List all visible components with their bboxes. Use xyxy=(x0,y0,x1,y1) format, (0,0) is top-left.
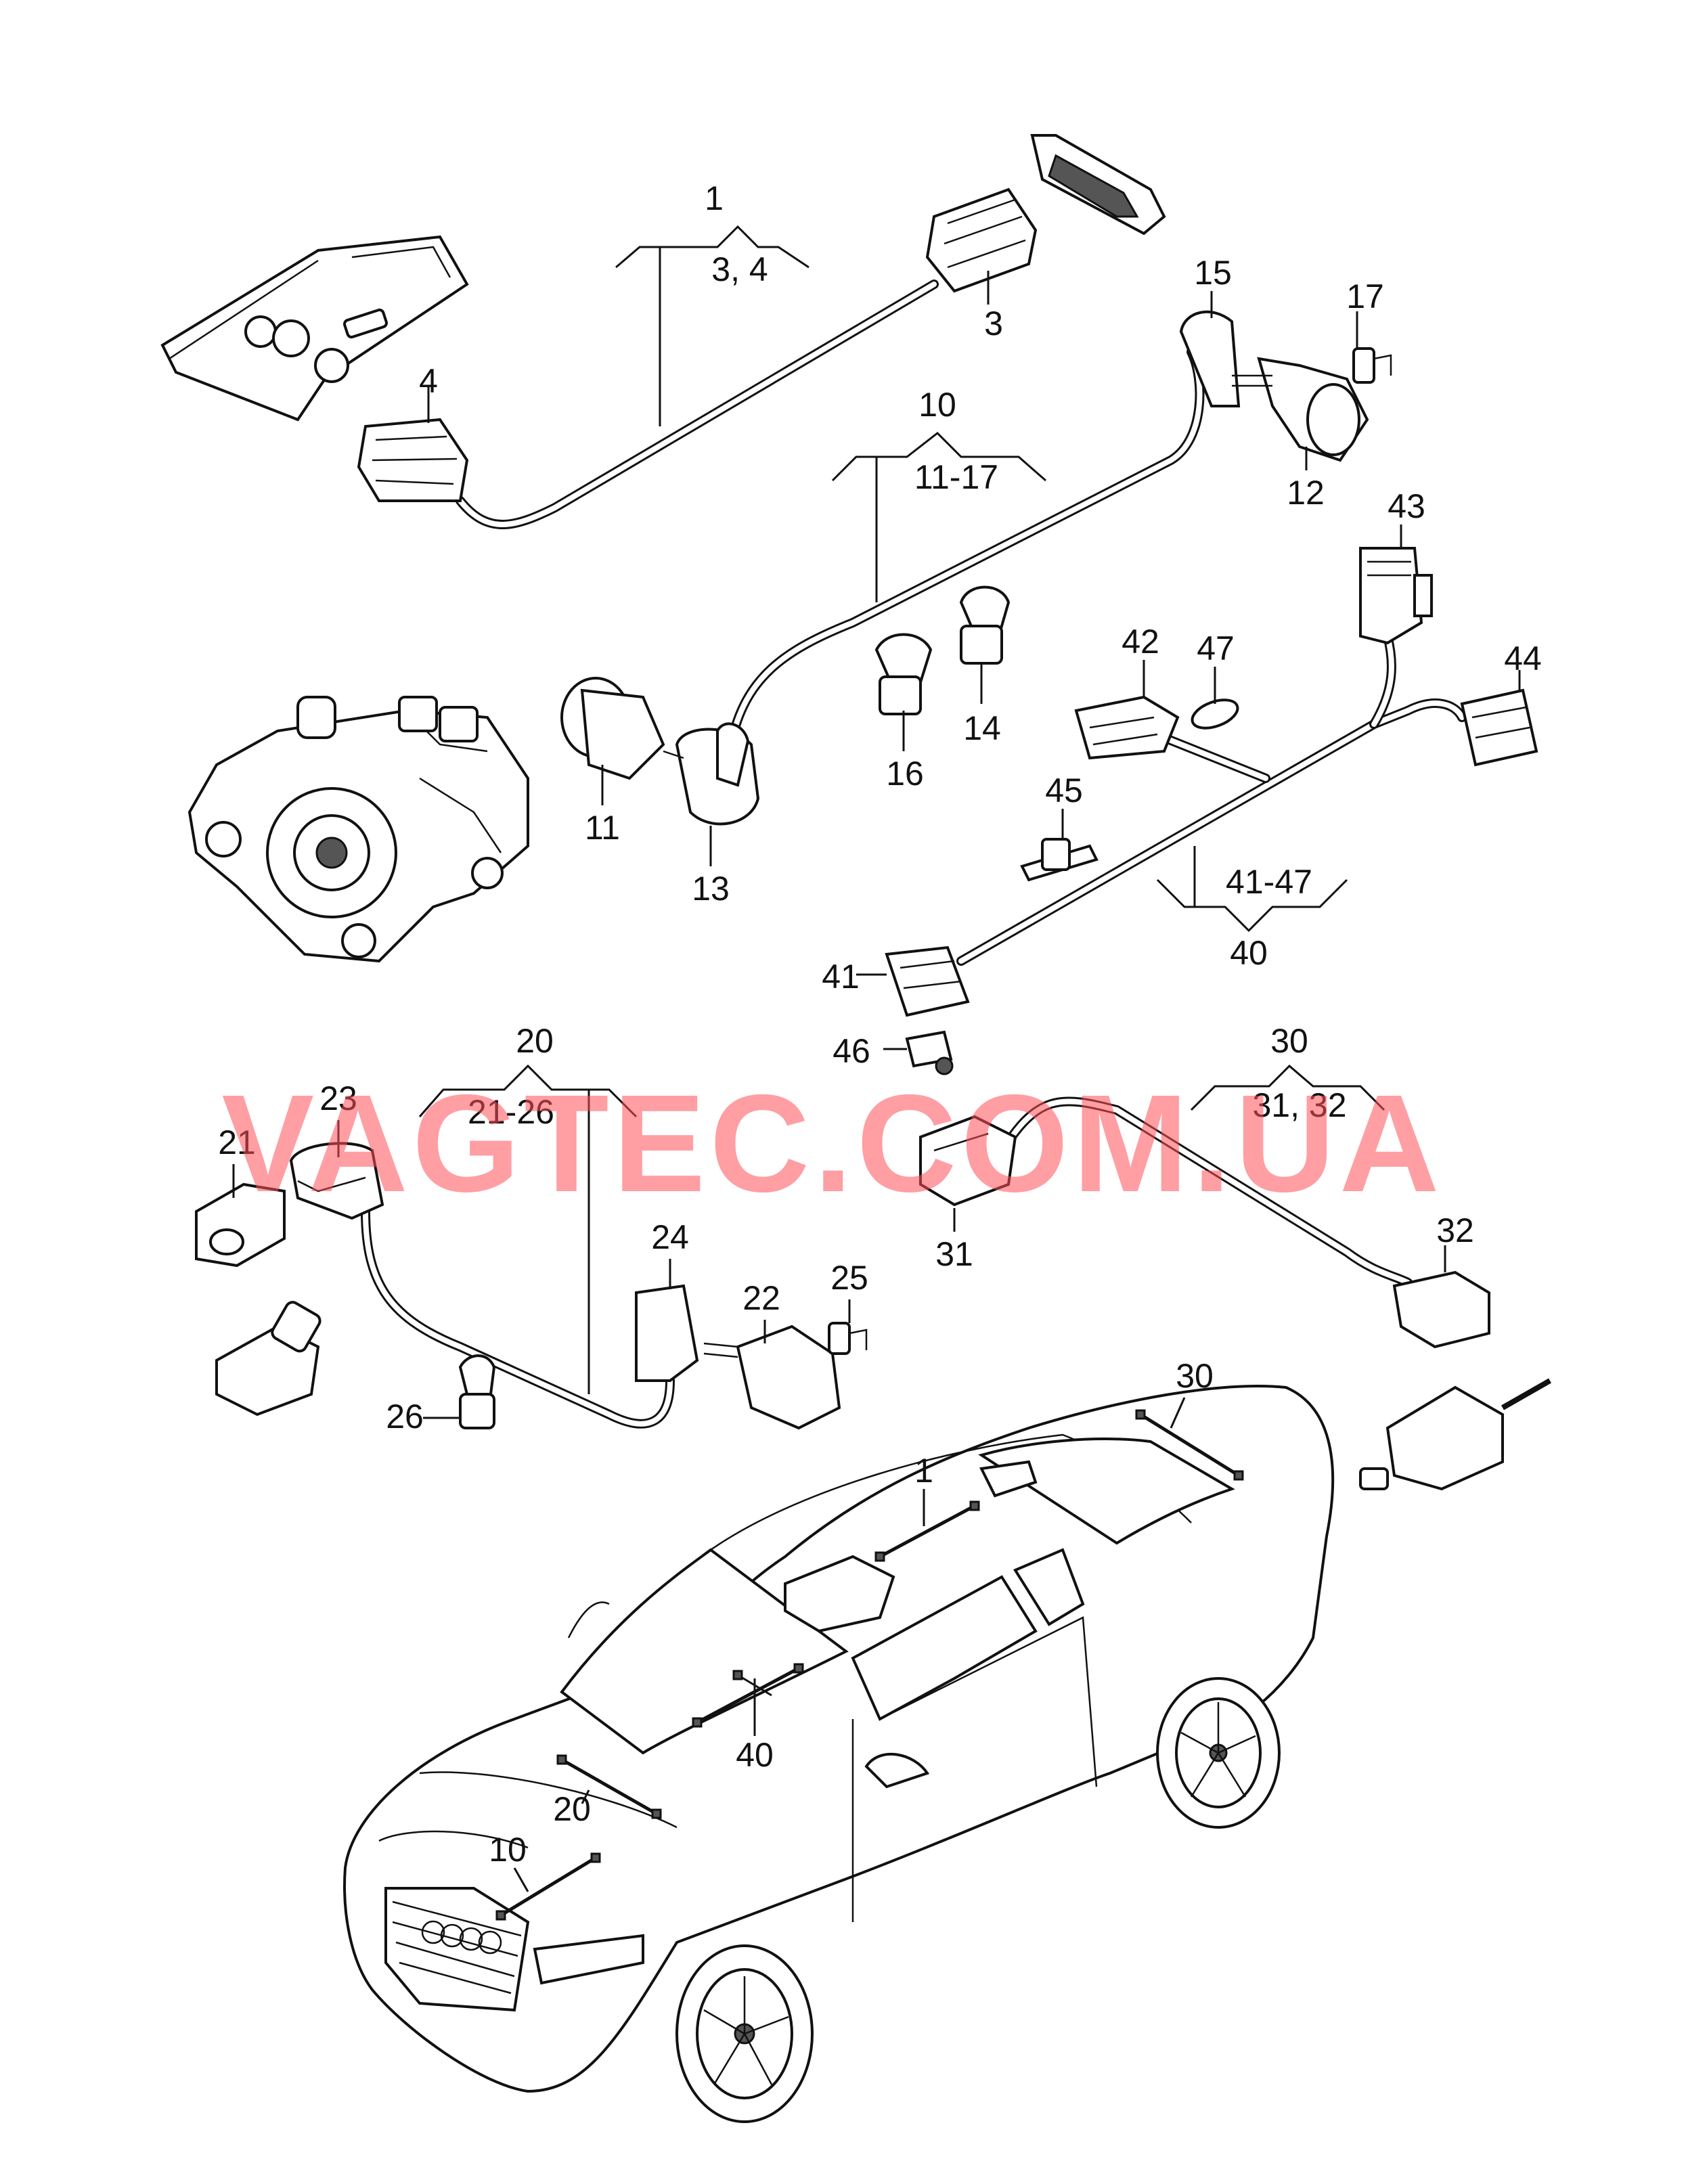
rear-wheel xyxy=(1156,1677,1281,1829)
clip-25 xyxy=(828,1322,868,1355)
connector-12 xyxy=(1232,357,1369,462)
harness-group-10: 10 11-17 15 17 12 11 13 16 14 xyxy=(187,254,1392,963)
car-marker-10 xyxy=(495,1852,601,1921)
part-31-label: 31 xyxy=(935,1235,973,1273)
watermark: VAGTEC.COM.UA xyxy=(221,1066,1443,1221)
roof-console xyxy=(160,235,469,422)
part-22-label: 22 xyxy=(742,1279,780,1317)
interior-lamp xyxy=(1030,134,1166,236)
clip-17 xyxy=(1352,347,1392,384)
harness-40-sub-label: 41-47 xyxy=(1226,863,1312,901)
part-47-label: 47 xyxy=(1197,629,1235,667)
part-14-label: 14 xyxy=(963,709,1001,747)
part-44-label: 44 xyxy=(1504,640,1542,677)
actuator-30-part xyxy=(1359,1378,1551,1491)
car-marker-20 xyxy=(556,1754,662,1819)
part-26-label: 26 xyxy=(386,1398,424,1435)
clip-46 xyxy=(905,1030,954,1075)
connector-44 xyxy=(1460,688,1538,767)
harness-20-label: 20 xyxy=(516,1022,554,1060)
harness-10-sub-label: 11-17 xyxy=(914,458,998,496)
clip-14 xyxy=(959,585,1011,665)
car-marker-30 xyxy=(1135,1409,1244,1481)
part-16-label: 16 xyxy=(886,755,924,793)
part-46-label: 46 xyxy=(833,1032,870,1070)
part-12-label: 12 xyxy=(1287,474,1325,512)
harness-1-sub-label: 3, 4 xyxy=(711,250,768,288)
car-label-20: 20 xyxy=(553,1790,591,1828)
harness-group-40: 41-47 40 43 44 42 47 45 41 46 xyxy=(822,487,1542,1075)
connector-4 xyxy=(357,418,469,502)
connector-21 xyxy=(195,1182,286,1268)
bracket-24 xyxy=(635,1284,699,1382)
harness-group-20: 20 21-26 23 21 24 22 25 26 xyxy=(195,1022,868,1435)
part-15-label: 15 xyxy=(1194,254,1232,292)
connector-31 xyxy=(919,1115,1017,1207)
part-17-label: 17 xyxy=(1346,277,1384,315)
part-11-label: 11 xyxy=(585,809,620,847)
clip-26 xyxy=(458,1354,496,1429)
connector-11 xyxy=(560,677,684,780)
harness-30-label: 30 xyxy=(1270,1022,1308,1060)
cable-tie-47 xyxy=(1191,698,1239,730)
part-42-label: 42 xyxy=(1122,623,1159,661)
harness-group-30: 30 31, 32 31 32 xyxy=(919,1022,1551,1491)
part-45-label: 45 xyxy=(1045,772,1083,809)
part-13-label: 13 xyxy=(692,870,730,908)
car-marker-1 xyxy=(874,1500,980,1562)
harness-1-label: 1 xyxy=(705,179,724,217)
part-4-label: 4 xyxy=(419,362,438,400)
connector-42 xyxy=(1074,695,1180,760)
part-3-label: 3 xyxy=(984,305,1003,342)
part-24-label: 24 xyxy=(651,1218,689,1256)
harness-40-label: 40 xyxy=(1230,934,1268,972)
harness-group-1: 1 3, 4 3 4 xyxy=(160,134,1166,529)
part-21-label: 21 xyxy=(218,1123,256,1161)
boot-13 xyxy=(675,722,760,826)
clip-45 xyxy=(1020,838,1099,882)
harness-10-label: 10 xyxy=(918,386,956,424)
car-label-30: 30 xyxy=(1176,1357,1214,1395)
front-wheel xyxy=(675,1944,814,2123)
car-label-40: 40 xyxy=(736,1736,774,1774)
harness-30-sub-label: 31, 32 xyxy=(1252,1086,1346,1124)
car-outline: 1 30 40 20 10 xyxy=(343,1357,1335,2123)
boot-23 xyxy=(289,1142,384,1220)
connector-32 xyxy=(1392,1270,1490,1349)
connector-41 xyxy=(885,945,970,1017)
part-25-label: 25 xyxy=(830,1259,868,1297)
part-41-label: 41 xyxy=(822,958,860,996)
sensor-21-part xyxy=(215,1301,321,1417)
vacuum-pump xyxy=(187,696,529,963)
part-43-label: 43 xyxy=(1388,487,1425,525)
connector-43 xyxy=(1359,547,1433,645)
part-32-label: 32 xyxy=(1436,1211,1474,1249)
connector-22 xyxy=(703,1324,841,1430)
connector-3 xyxy=(925,187,1038,293)
car-label-1: 1 xyxy=(914,1452,933,1490)
clip-16 xyxy=(874,633,933,715)
car-label-10: 10 xyxy=(489,1831,527,1869)
harness-20-sub-label: 21-26 xyxy=(468,1093,554,1131)
part-23-label: 23 xyxy=(319,1079,357,1117)
